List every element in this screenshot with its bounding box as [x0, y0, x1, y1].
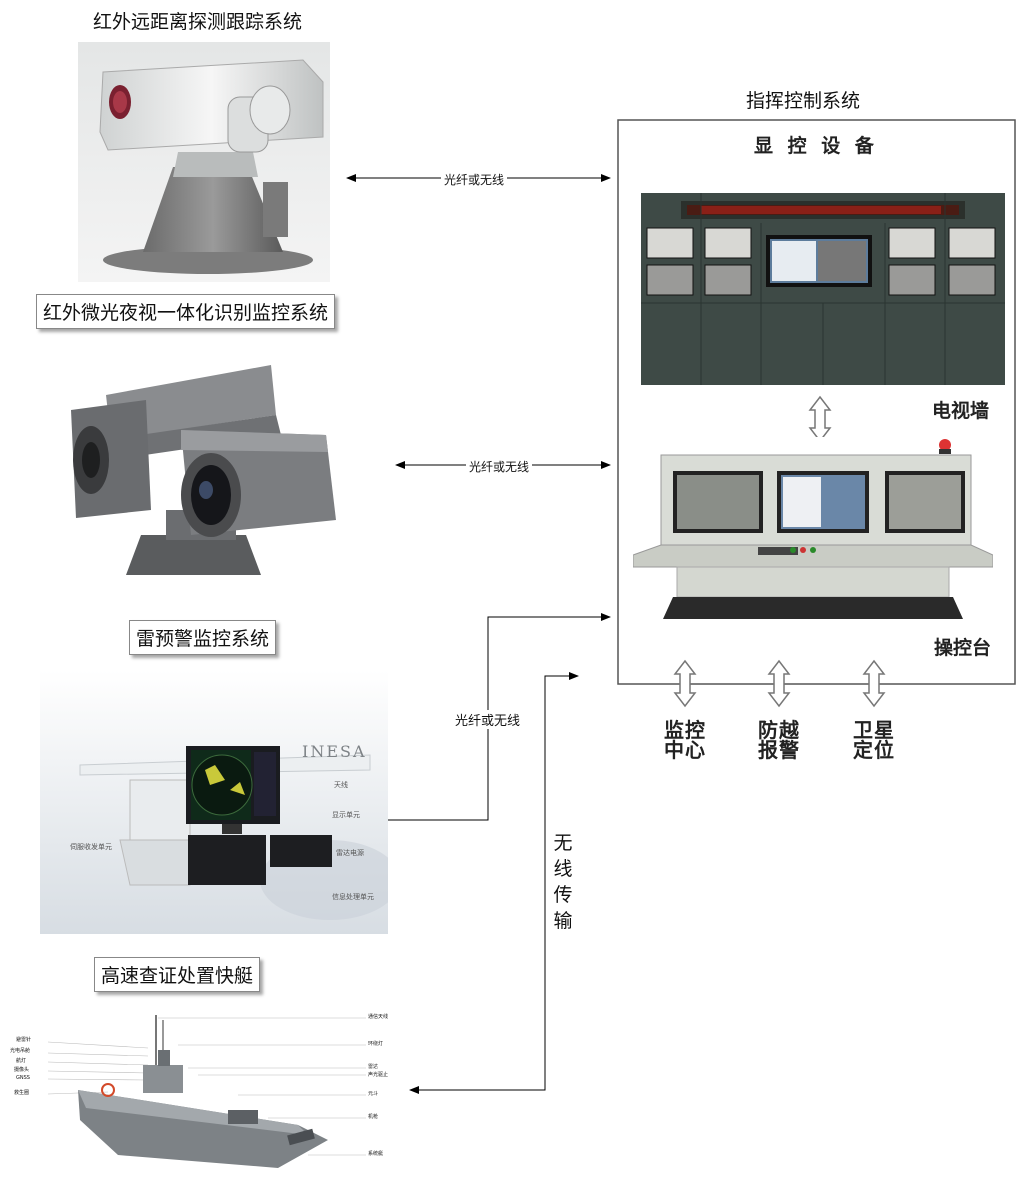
radar-label: 雷预警监控系统 [129, 620, 277, 655]
boat-callout-right: 系统艇 [368, 1151, 384, 1157]
boat-callout-left: 救生圈 [14, 1090, 30, 1096]
display-equipment-title: 显 控 设 备 [754, 135, 878, 157]
wireless-label: 无 线 传 输 [552, 830, 574, 934]
boat-callout-left: 航灯 [16, 1058, 27, 1064]
tv-wall-image [641, 193, 1005, 385]
wireless-char: 输 [553, 910, 573, 932]
radar-system-image: INESA 天线 显示单元 伺服收发单元 雷达电源 信息处理单元 [40, 670, 388, 934]
ir-lowlight-label: 红外微光夜视一体化识别监控系统 [36, 294, 336, 329]
label-line: 定位 [853, 738, 895, 762]
boat-callout-right: 声光驱止 [368, 1072, 389, 1078]
link1-label: 光纤或无线 [441, 171, 508, 188]
ir-lowlight-camera-image [66, 360, 342, 582]
link3-label: 光纤或无线 [452, 710, 524, 729]
boat-callout-left: 光电吊舱 [10, 1048, 31, 1054]
boat-callout-left: 避雷针 [16, 1037, 32, 1043]
boat-callout-right: 通信天线 [368, 1014, 389, 1020]
ir-tracking-device-image [78, 42, 330, 282]
boat-callout-right: 元斗 [368, 1091, 379, 1097]
radar-callout: 显示单元 [332, 811, 360, 819]
boat-callout-right: 环绕灯 [368, 1041, 384, 1047]
boat-callout-right: 雷达 [368, 1064, 379, 1070]
radar-brand: INESA [302, 742, 367, 761]
console-image [633, 437, 993, 619]
link2-label: 光纤或无线 [466, 458, 533, 475]
wireless-char: 线 [553, 858, 573, 880]
console-label: 操控台 [934, 637, 992, 659]
wireless-char: 传 [553, 884, 573, 906]
wireless-char: 无 [553, 832, 573, 854]
satellite-positioning-label: 卫星 定位 [844, 720, 904, 760]
radar-callout: 雷达电源 [336, 849, 364, 857]
boat-image: 避雷针 光电吊舱 航灯 摄像头 GNSS 救生圈 通信天线 环绕灯 雷达 声光驱… [8, 1010, 398, 1180]
label-line: 中心 [664, 738, 706, 762]
boat-callout-left: GNSS [16, 1075, 30, 1081]
label-line: 报警 [758, 738, 800, 762]
monitoring-center-label: 监控 中心 [655, 720, 715, 760]
label-line: 监控 [664, 718, 706, 742]
command-title: 指挥控制系统 [746, 90, 861, 112]
label-line: 防越 [758, 718, 800, 742]
boat-callout-right: 机枪 [368, 1114, 379, 1120]
command-frame [617, 119, 1016, 685]
radar-callout: 信息处理单元 [332, 893, 374, 901]
tv-wall-label: 电视墙 [932, 400, 990, 422]
ir-tracking-title: 红外远距离探测跟踪系统 [93, 11, 303, 33]
tv-console-double-arrow [808, 395, 832, 443]
boat-callout-left: 摄像头 [14, 1067, 30, 1073]
radar-callout: 伺服收发单元 [70, 843, 112, 851]
label-line: 卫星 [853, 718, 895, 742]
anti-crossing-alarm-label: 防越 报警 [749, 720, 809, 760]
wireless-arrow [409, 672, 579, 1094]
boat-label: 高速查证处置快艇 [94, 957, 261, 992]
bottom-double-arrows [673, 659, 886, 708]
radar-callout: 天线 [334, 781, 348, 789]
